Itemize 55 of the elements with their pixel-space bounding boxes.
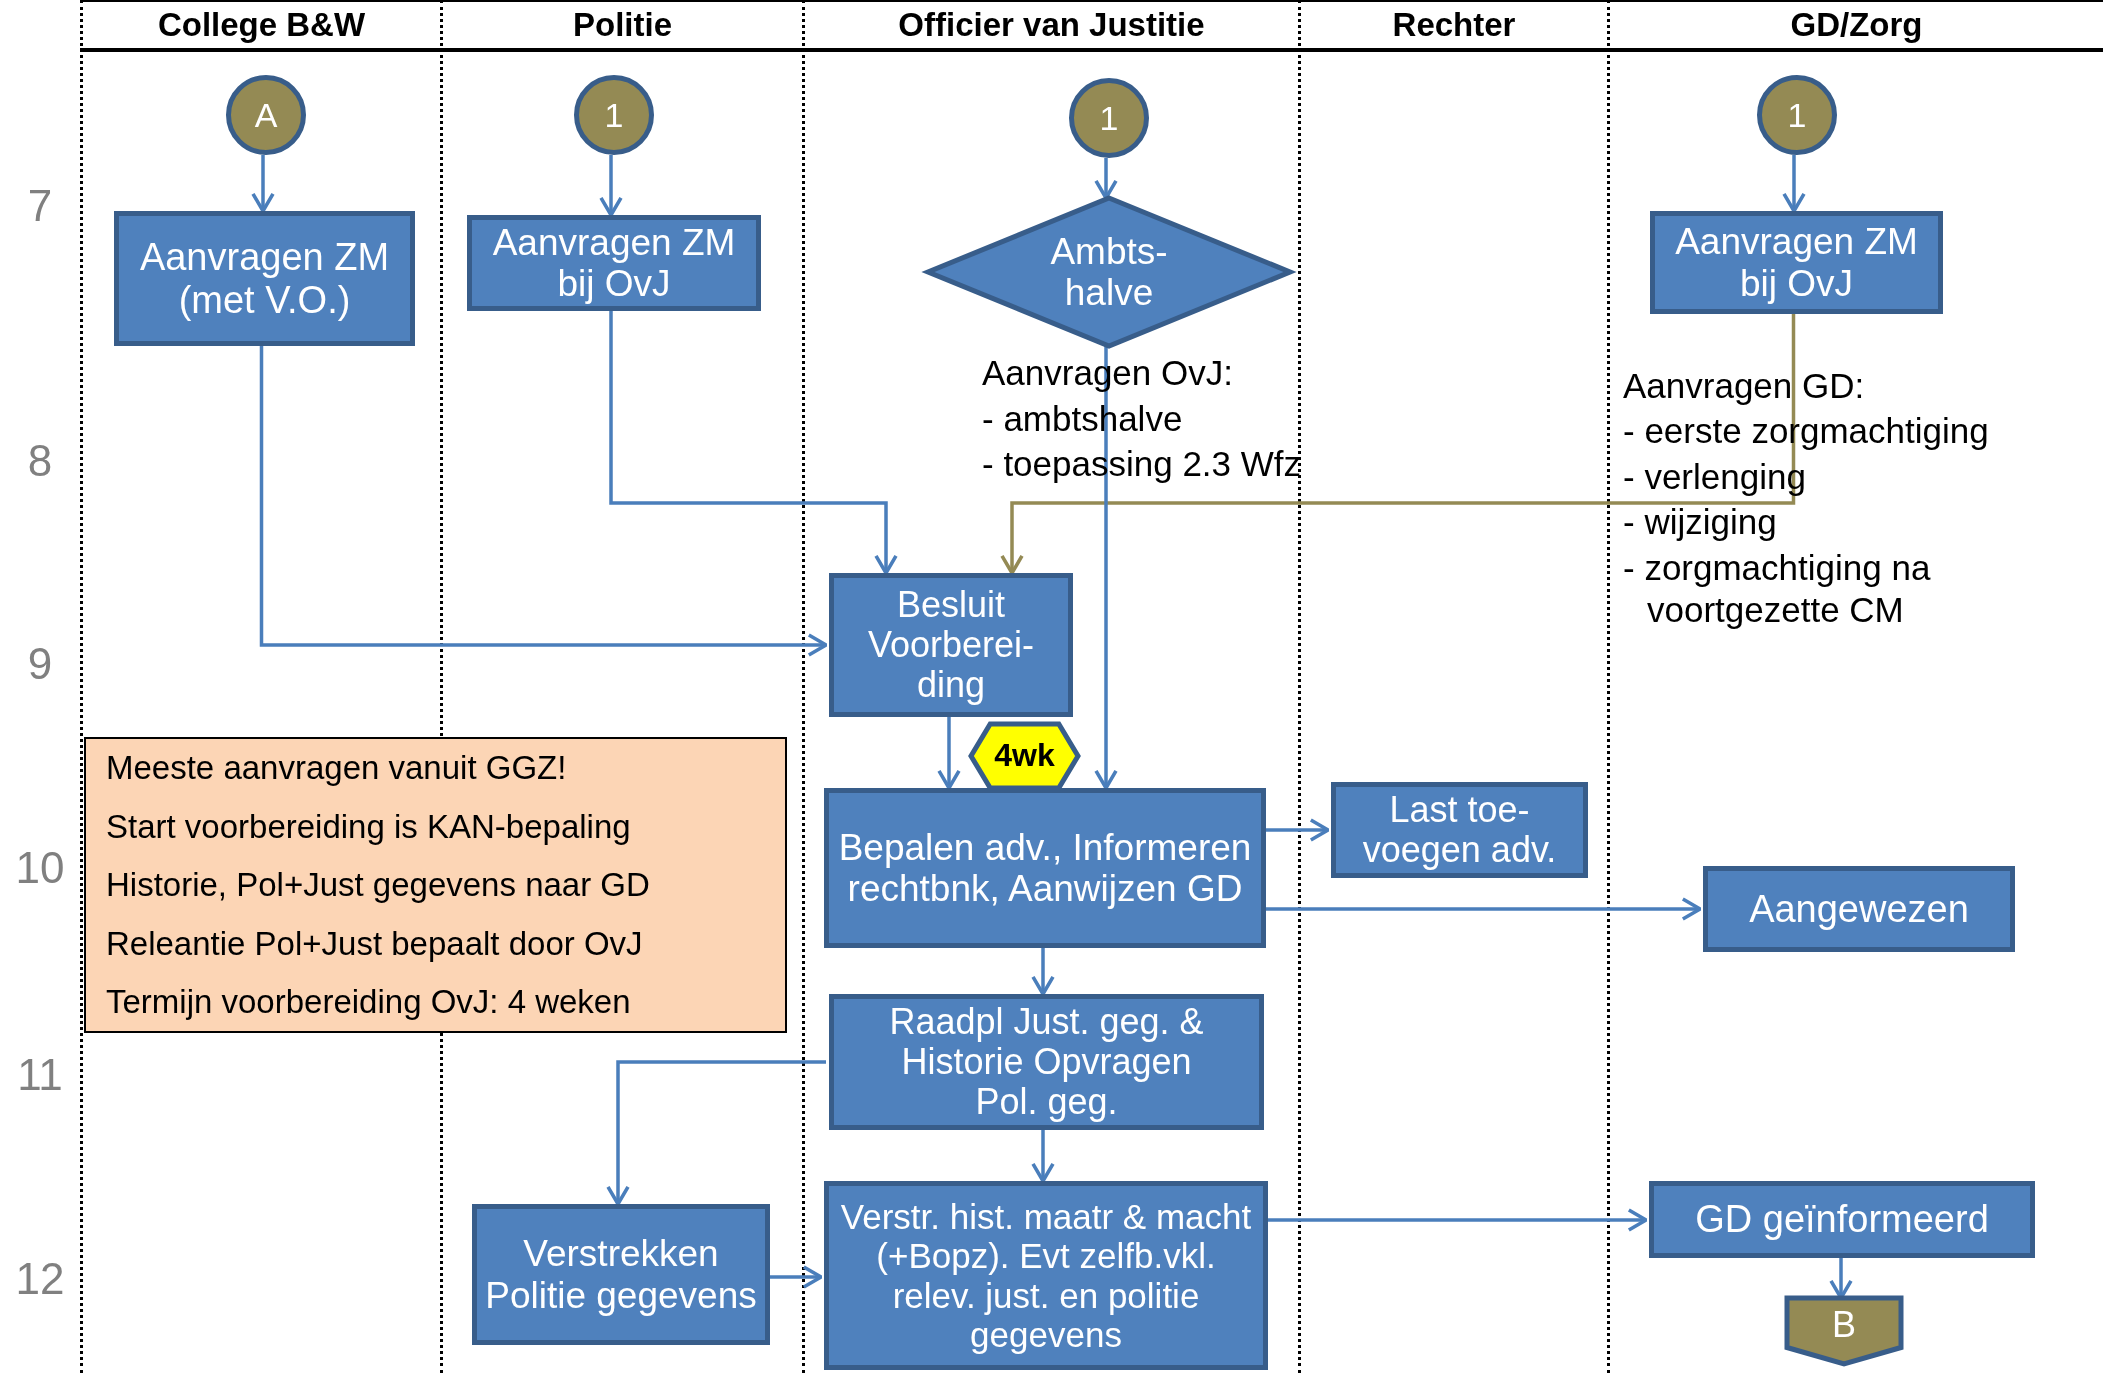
connector-arrow [1263,818,1330,842]
connector-arrow [1263,897,1702,921]
connector-circle: 1 [1069,78,1149,158]
connector-arrow [1000,314,1796,575]
decision-text: Ambts- halve [1049,230,1169,314]
connector-arrow [606,1060,826,1206]
annotation-text: - zorgmachtiging na voortgezette CM [1623,547,1932,631]
swimlane [802,0,1298,1373]
lane-header: College B&W [156,6,367,44]
connector-arrow [767,1265,823,1289]
connector-arrow [1094,346,1118,790]
shape-text: 4wk [994,738,1055,774]
connector-circle: 1 [574,75,654,155]
connector-arrow [1782,155,1806,213]
lane-header: GD/Zorg [1789,6,1924,44]
row-number: 11 [16,1053,64,1097]
connector-arrow [599,155,623,217]
process-box: Besluit Voorberei- ding [829,573,1073,717]
row-number: 12 [14,1257,66,1301]
connector-arrow [1031,1130,1055,1183]
connector-arrow [609,311,898,575]
row-number: 9 [26,642,54,686]
note-text: Releantie Pol+Just bepaalt door OvJ [106,924,644,963]
connector-arrow [1031,948,1055,996]
row-number: 10 [14,846,66,890]
lane-header: Rechter [1391,6,1517,44]
connector-arrow [259,346,828,657]
process-box: Raadpl Just. geg. & Historie Opvragen Pol. geg. [829,994,1264,1130]
shape-text: B [1832,1304,1856,1346]
connector-arrow [1265,1208,1648,1232]
note-text: Meeste aanvragen vanuit GGZ! [106,749,568,787]
annotation-text: Aanvragen GD: [1623,365,1865,407]
connector-arrow [251,155,275,213]
process-box: Verstrekken Politie gegevens [472,1204,770,1345]
row-number: 7 [26,184,54,228]
lane-header: Officier van Justitie [897,6,1206,44]
note-text: Termijn voorbereiding OvJ: 4 weken [106,983,632,1021]
row-number: 8 [26,439,54,483]
process-box: Last toe- voegen adv. [1331,782,1588,878]
connector-circle: 1 [1757,75,1837,155]
process-box: Bepalen adv., Informeren rechtbnk, Aanwijzen GD [824,788,1266,948]
lane-header: Politie [572,6,673,44]
annotation-text: - wijziging [1623,501,1777,543]
process-box: Aanvragen ZM (met V.O.) [114,211,415,346]
connector-circle: A [226,75,306,155]
process-box: Verstr. hist. maatr & macht (+Bopz). Evt zelfb.vkl. relev. just. en politie gegevens [824,1181,1268,1370]
process-box: Aanvragen ZM bij OvJ [1650,211,1943,314]
connector-arrow [937,717,961,790]
process-box: Aanvragen ZM bij OvJ [467,215,761,311]
connector-arrow [1094,158,1118,200]
process-box: Aangewezen [1703,866,2015,952]
note-text: Historie, Pol+Just gegevens naar GD [106,866,651,904]
process-box: GD geïnformeerd [1649,1181,2035,1258]
note-box [84,737,787,1033]
note-text: Start voorbereiding is KAN-bepaling [106,807,632,846]
